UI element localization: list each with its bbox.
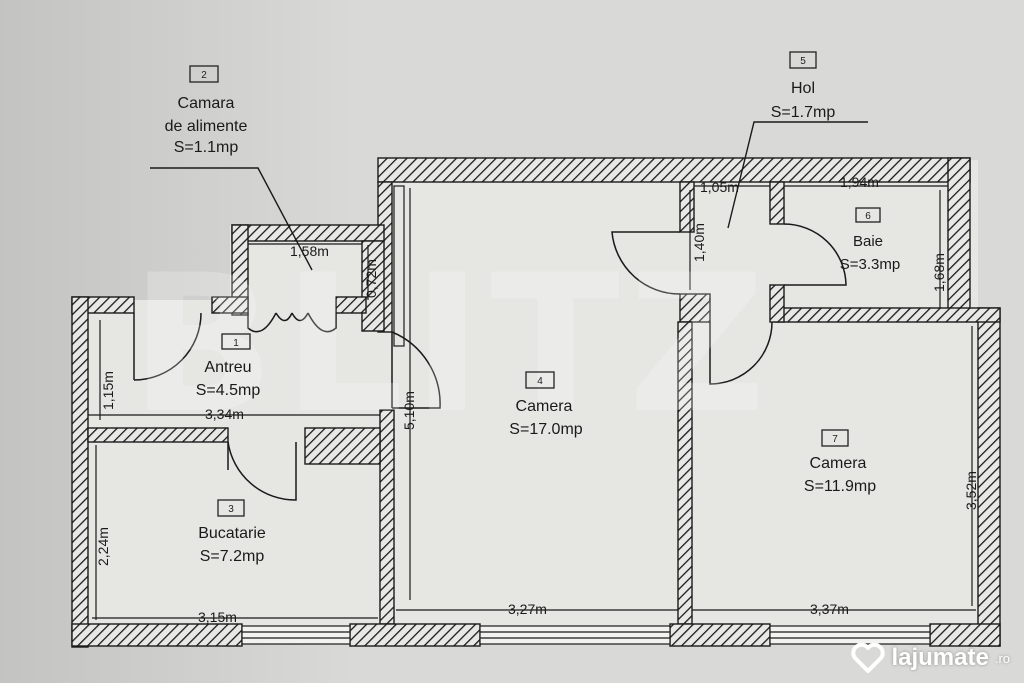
room-number-bucatarie: 3 <box>228 504 234 515</box>
room-area-camera-7: S=11.9mp <box>804 478 876 495</box>
doors <box>133 223 847 501</box>
dim-bucatarie-height: 2,24m <box>95 527 111 566</box>
room-area-camera-4: S=17.0mp <box>509 421 582 438</box>
heart-icon <box>851 643 886 673</box>
leader-lines <box>150 121 868 271</box>
room-name-camara-2: de alimente <box>165 118 248 135</box>
room-name-bucatarie: Bucatarie <box>198 525 266 542</box>
brand-logo: lajumate .ro <box>851 643 1010 673</box>
room-area-baie: S=3.3mp <box>840 256 900 273</box>
room-floors <box>80 160 978 640</box>
dim-camara-height: 0,72m <box>363 259 379 298</box>
watermark: BLITZ <box>130 234 774 455</box>
brand-tld: .ro <box>994 650 1010 666</box>
dim-camera7-width: 3,37m <box>810 601 849 617</box>
dim-hol-height: 1,40m <box>691 223 707 262</box>
room-area-antreu: S=4.5mp <box>196 382 261 399</box>
dimension-labels: 1,58m 0,72m 1,15m 3,34m 5,10m 1,05m 1,94… <box>95 174 979 625</box>
dim-camera4-height: 5,10m <box>401 391 417 430</box>
room-name-camera-4: Camera <box>516 398 573 415</box>
dim-antreu-height: 1,15m <box>100 371 116 410</box>
room-name-hol: Hol <box>791 80 815 97</box>
dim-camera7-height: 3,52m <box>963 471 979 510</box>
room-name-camera-7: Camera <box>810 455 867 472</box>
room-number-camera-7: 7 <box>832 434 838 445</box>
room-number-hol: 5 <box>800 56 806 67</box>
windows <box>241 185 931 645</box>
room-area-hol: S=1.7mp <box>771 104 836 121</box>
dim-camara-width: 1,58m <box>290 243 329 259</box>
dim-baie-height: 1,68m <box>931 253 947 292</box>
dim-bucatarie-width: 3,15m <box>198 609 237 625</box>
room-name-baie: Baie <box>853 233 883 250</box>
dimension-lines <box>88 185 976 620</box>
dim-antreu-width: 3,34m <box>205 406 244 422</box>
walls <box>71 157 1001 648</box>
room-number-antreu: 1 <box>233 338 239 349</box>
dim-hol-width: 1,05m <box>700 179 739 195</box>
room-labels: 2 Camara de alimente S=1.1mp 5 Hol S=1.7… <box>165 51 900 565</box>
dim-camera4-width: 3,27m <box>508 601 547 617</box>
room-name-antreu: Antreu <box>204 359 251 376</box>
dim-baie-width: 1,94m <box>840 174 879 190</box>
room-number-baie: 6 <box>865 211 871 222</box>
brand-name: lajumate <box>891 644 989 671</box>
room-area-camara: S=1.1mp <box>174 139 239 156</box>
room-number-camera-4: 4 <box>537 376 543 387</box>
room-number-camara: 2 <box>201 70 207 81</box>
room-area-bucatarie: S=7.2mp <box>200 548 265 565</box>
room-name-camara: Camara <box>178 95 235 112</box>
